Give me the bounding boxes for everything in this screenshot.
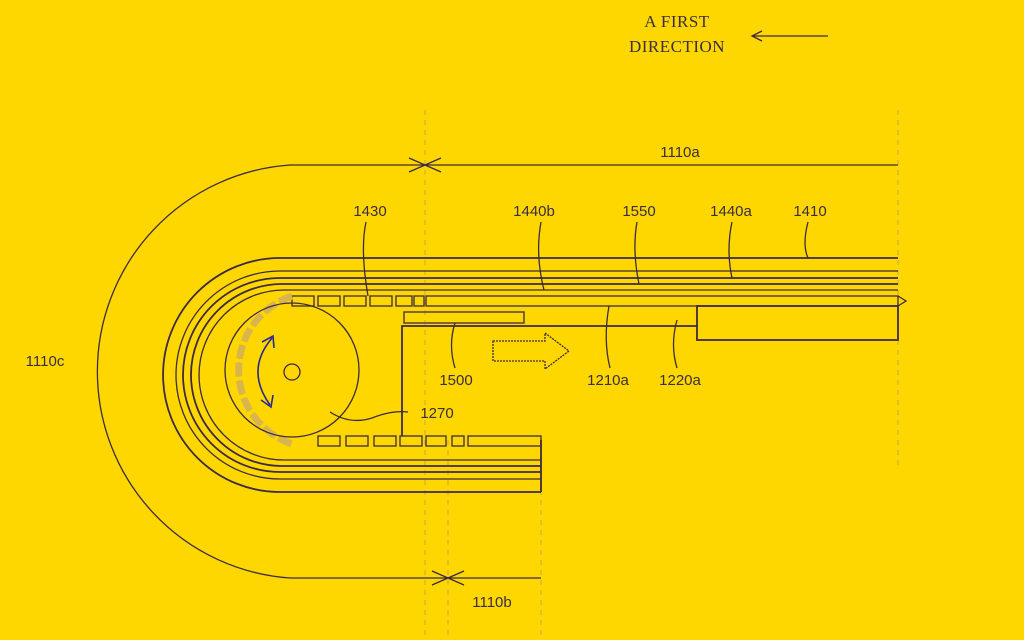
label-1110a: 1110a <box>660 144 700 161</box>
frame-1210a <box>401 325 697 436</box>
label-1500: 1500 <box>439 372 472 389</box>
label-1440a: 1440a <box>710 203 752 220</box>
label-1410: 1410 <box>793 203 826 220</box>
leader-lines <box>329 221 809 422</box>
display-layer-strip <box>425 295 908 307</box>
direction-label-line1: A FIRST <box>644 12 709 31</box>
curved-double-arrow-icon <box>257 334 275 409</box>
label-1110b: 1110b <box>472 594 512 611</box>
label-1550: 1550 <box>622 203 655 220</box>
roller-1270 <box>224 302 360 438</box>
label-1110c: 1110c <box>26 353 65 370</box>
label-1440b: 1440b <box>513 203 555 220</box>
housing-layers <box>162 257 898 493</box>
label-1210a: 1210a <box>587 372 629 389</box>
block-1220a <box>696 305 899 341</box>
label-1430: 1430 <box>353 203 386 220</box>
left-arrow-icon <box>750 30 828 42</box>
label-1270: 1270 <box>420 405 453 422</box>
first-direction-indicator: A FIRST DIRECTION <box>629 12 828 56</box>
direction-label-line2: DIRECTION <box>629 37 725 56</box>
right-block-arrow-icon <box>492 331 571 371</box>
label-1220a: 1220a <box>659 372 701 389</box>
segment-chain-1430 <box>235 292 542 448</box>
dimension-1110: 1110a 1110b 1110c <box>26 144 898 611</box>
element-1500 <box>403 311 525 324</box>
